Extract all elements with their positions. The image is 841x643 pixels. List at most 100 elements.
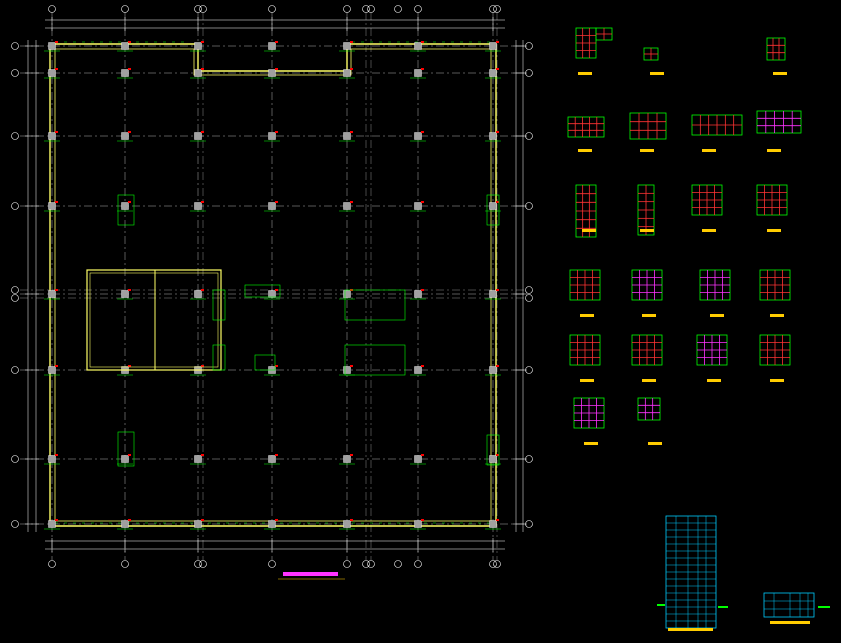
section-caption-mark (580, 314, 594, 317)
column-tag (201, 41, 204, 43)
column (121, 290, 129, 298)
axis-bubbles (11, 5, 533, 568)
column-tag (201, 131, 204, 133)
main-table-side-note (718, 606, 728, 608)
column-tag (421, 289, 424, 291)
core-walls (86, 194, 500, 467)
column (414, 366, 422, 374)
axis-bubble-left (11, 69, 19, 77)
column-tag (55, 365, 58, 367)
column (194, 42, 202, 50)
column (343, 366, 351, 374)
core-wall (117, 194, 135, 226)
column-tag (128, 131, 131, 133)
column-tag (201, 68, 204, 70)
column-tag (128, 289, 131, 291)
column (121, 69, 129, 77)
core-wall (212, 344, 226, 371)
column (489, 69, 497, 77)
column (48, 132, 56, 140)
column-tag (55, 41, 58, 43)
column (48, 42, 56, 50)
dimension-lines (25, 17, 527, 552)
column-tag (201, 519, 204, 521)
column (268, 290, 276, 298)
column-tag (350, 519, 353, 521)
section-caption-mark (710, 314, 724, 317)
core-wall (344, 344, 406, 376)
column (194, 132, 202, 140)
column-tag (350, 41, 353, 43)
column (343, 290, 351, 298)
column-tag (275, 131, 278, 133)
axis-bubble-top (493, 5, 501, 13)
column (489, 202, 497, 210)
axis-bubble-bottom (493, 560, 501, 568)
column (121, 42, 129, 50)
column (48, 455, 56, 463)
section-detail (573, 397, 605, 445)
axis-bubble-left (11, 520, 19, 528)
axis-bubble-bottom (199, 560, 207, 568)
column (343, 202, 351, 210)
column (121, 202, 129, 210)
section-caption-mark (642, 379, 656, 382)
column-tag (128, 68, 131, 70)
column (414, 455, 422, 463)
column-tag (496, 365, 499, 367)
column-tag (496, 289, 499, 291)
column (414, 202, 422, 210)
small-schedule-table (763, 592, 815, 618)
column (489, 132, 497, 140)
section-caption-mark (773, 72, 787, 75)
section-detail (569, 334, 601, 382)
section-caption-mark (767, 229, 781, 232)
column (48, 520, 56, 528)
axis-bubble-top (343, 5, 351, 13)
column-tag (421, 365, 424, 367)
core-wall (486, 434, 500, 466)
column-tag (55, 519, 58, 521)
column-tag (421, 454, 424, 456)
axis-bubble-bottom (121, 560, 129, 568)
column-tag (275, 365, 278, 367)
axis-bubble-top (199, 5, 207, 13)
axis-bubble-left (11, 202, 19, 210)
column (48, 290, 56, 298)
column (268, 520, 276, 528)
axis-bubble-bottom (362, 560, 370, 568)
section-detail (567, 116, 605, 152)
plan-title (278, 572, 345, 580)
column (268, 69, 276, 77)
column (121, 132, 129, 140)
section-caption-mark (640, 149, 654, 152)
section-caption-mark (702, 229, 716, 232)
section-detail (575, 27, 613, 75)
column (121, 455, 129, 463)
small-table-side-note (818, 606, 830, 608)
column (48, 366, 56, 374)
column-tag (275, 41, 278, 43)
column-section-details (567, 27, 802, 445)
column-tag (55, 68, 58, 70)
section-caption-mark (584, 442, 598, 445)
column (489, 520, 497, 528)
section-caption-mark (578, 149, 592, 152)
section-caption-mark (770, 379, 784, 382)
section-caption-mark (640, 229, 654, 232)
section-detail (691, 184, 723, 232)
section-detail (575, 184, 597, 238)
section-detail (699, 269, 731, 317)
column-tag (275, 454, 278, 456)
column (343, 42, 351, 50)
column (48, 202, 56, 210)
axis-bubble-top (414, 5, 422, 13)
section-detail (759, 334, 791, 382)
column-tag (55, 289, 58, 291)
section-detail (631, 334, 663, 382)
column-tag (496, 131, 499, 133)
column (268, 455, 276, 463)
axis-bubble-left (11, 455, 19, 463)
section-detail (696, 334, 728, 382)
